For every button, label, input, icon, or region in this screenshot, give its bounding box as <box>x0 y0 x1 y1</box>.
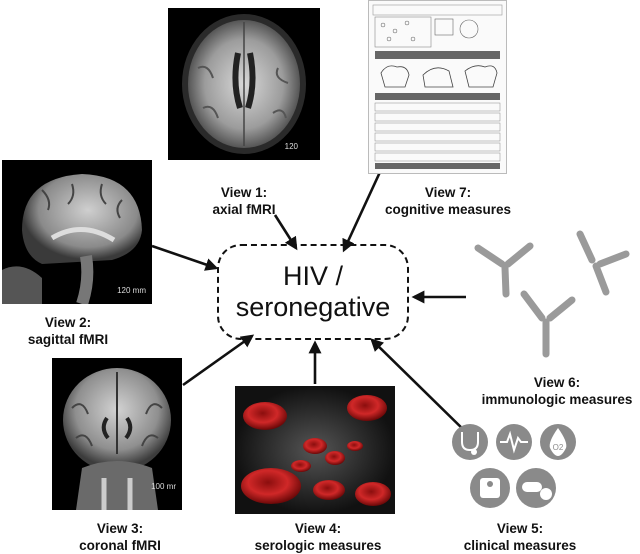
view7-subtitle: cognitive measures <box>384 202 512 217</box>
antibody-icon <box>474 242 534 298</box>
stethoscope-icon <box>452 424 488 460</box>
view4-caption: View 4: serologic measures <box>246 520 390 554</box>
antibody-icon <box>576 230 630 296</box>
view7-caption: View 7: cognitive measures <box>376 184 520 218</box>
center-node-hiv-seronegative: HIV / seronegative <box>217 244 409 340</box>
arrow-view2 <box>151 244 219 271</box>
antibody-icon <box>520 290 576 358</box>
arrow-view3 <box>182 334 255 387</box>
view2-subtitle: sagittal fMRI <box>27 332 109 347</box>
sagittal-scale-label: 120 mm <box>117 286 146 295</box>
arrow-view1 <box>273 214 298 251</box>
view1-title: View 1: <box>220 185 268 200</box>
view2-title: View 2: <box>44 315 92 330</box>
center-label-line1: HIV / <box>282 261 343 291</box>
arrow-view7 <box>342 171 382 253</box>
view1-caption: View 1: axial fMRI <box>194 184 294 218</box>
view5-subtitle: clinical measures <box>463 538 577 553</box>
view7-title: View 7: <box>424 185 472 200</box>
coronal-mri-image: 100 mr <box>52 358 182 510</box>
axial-scale-label: 120 <box>284 142 298 151</box>
view3-subtitle: coronal fMRI <box>79 538 161 553</box>
view6-title: View 6: <box>533 375 581 390</box>
pills-icon <box>516 468 556 508</box>
center-label-line2: seronegative <box>235 292 391 322</box>
cognitive-assessment-form-image <box>368 0 507 174</box>
oxygen-drop-icon: O2 <box>540 424 576 460</box>
view6-subtitle: immunologic measures <box>481 392 633 407</box>
arrow-view5 <box>370 338 471 437</box>
view4-title: View 4: <box>294 521 342 536</box>
clinical-icons-image: O2 <box>450 420 590 516</box>
view5-title: View 5: <box>496 521 544 536</box>
antibodies-image <box>468 214 638 364</box>
sagittal-mri-image: 120 mm <box>2 160 152 304</box>
view3-title: View 3: <box>96 521 144 536</box>
axial-mri-image: 120 <box>168 8 320 160</box>
view1-subtitle: axial fMRI <box>212 202 276 217</box>
view5-caption: View 5: clinical measures <box>450 520 590 554</box>
coronal-scale-label: 100 mr <box>151 482 176 491</box>
oxygen-label: O2 <box>553 443 564 452</box>
heart-monitor-icon <box>496 424 532 460</box>
view3-caption: View 3: coronal fMRI <box>60 520 180 554</box>
view4-subtitle: serologic measures <box>254 538 382 553</box>
blood-cells-image <box>235 386 395 514</box>
weight-scale-icon <box>470 468 510 508</box>
view6-caption: View 6: immunologic measures <box>474 374 640 408</box>
view2-caption: View 2: sagittal fMRI <box>8 314 128 348</box>
